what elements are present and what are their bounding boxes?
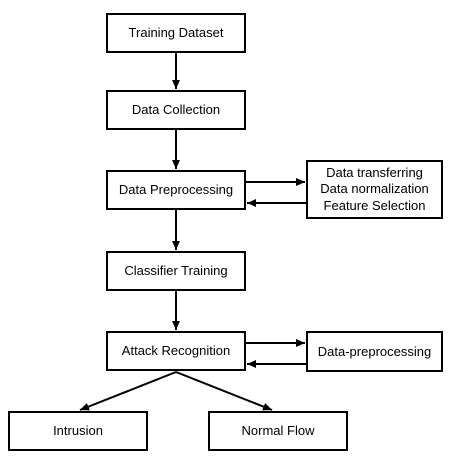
node-data-collection: Data Collection [106, 90, 246, 130]
node-intrusion: Intrusion [8, 411, 148, 451]
node-label: Data Collection [131, 102, 221, 118]
node-normal-flow: Normal Flow [208, 411, 348, 451]
node-label: Training Dataset [128, 25, 224, 41]
node-classifier-training: Classifier Training [106, 251, 246, 291]
step-data-transferring: Data transferring [326, 165, 423, 181]
node-attack-recognition: Attack Recognition [106, 331, 246, 371]
node-label: Data-preprocessing [317, 343, 432, 359]
step-feature-selection: Feature Selection [323, 197, 426, 213]
node-label: Intrusion [53, 423, 103, 439]
node-preprocessing-steps: Data transferring Data normalization Fea… [306, 160, 443, 219]
node-training-dataset: Training Dataset [106, 13, 246, 53]
step-data-normalization: Data normalization [320, 181, 429, 197]
arrow-recognition-to-intrusion [79, 371, 177, 411]
node-label: Normal Flow [241, 423, 315, 439]
node-data-preprocessing-side: Data-preprocessing [306, 331, 443, 372]
node-label: Classifier Training [124, 263, 228, 279]
node-label: Attack Recognition [121, 343, 231, 359]
arrow-recognition-to-normal-flow [175, 371, 273, 411]
node-label: Data Preprocessing [118, 182, 234, 198]
node-data-preprocessing: Data Preprocessing [106, 170, 246, 210]
